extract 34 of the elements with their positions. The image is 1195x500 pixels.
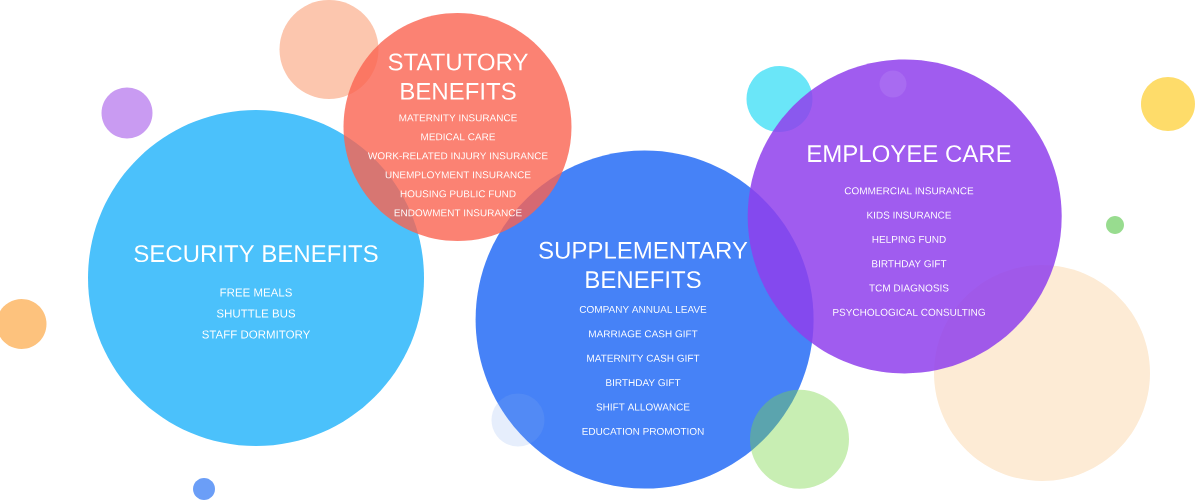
list-item: PSYCHOLOGICAL CONSULTING xyxy=(833,308,985,316)
list-item: SHIFT ALLOWANCE xyxy=(596,403,690,411)
list-item: UNEMPLOYMENT INSURANCE xyxy=(385,171,531,179)
list-item: MARRIAGE CASH GIFT xyxy=(589,330,698,338)
list-item: COMMERCIAL INSURANCE xyxy=(844,187,974,195)
list-item: KIDS INSURANCE xyxy=(867,211,952,219)
list-item: TCM DIAGNOSIS xyxy=(869,284,949,292)
list-item: BIRTHDAY GIFT xyxy=(606,379,681,387)
bubble xyxy=(279,0,379,99)
list-item: EDUCATION PROMOTION xyxy=(582,427,704,435)
bubble xyxy=(0,299,47,349)
list-item: STAFF DORMITORY xyxy=(202,330,311,339)
bubble xyxy=(101,87,153,139)
bubble xyxy=(1106,216,1124,234)
list-item: MATERNITY INSURANCE xyxy=(399,114,517,122)
list-item: HELPING FUND xyxy=(872,235,946,243)
bubble xyxy=(1141,77,1195,131)
bubble xyxy=(750,389,849,489)
list-item: COMPANY ANNUAL LEAVE xyxy=(579,305,707,313)
list-item: BIRTHDAY GIFT xyxy=(872,260,947,268)
heading: SUPPLEMENTARY BENEFITS xyxy=(539,241,748,289)
list-item: WORK-RELATED INJURY INSURANCE xyxy=(367,152,548,160)
list-item: ENDOWMENT INSURANCE xyxy=(394,209,522,217)
list-item: MATERNITY CASH GIFT xyxy=(587,354,700,362)
heading: STATUTORY BENEFITS xyxy=(388,53,528,100)
list-item: SHUTTLE BUS xyxy=(216,309,296,318)
heading: EMPLOYEE CARE xyxy=(808,145,1011,163)
list-item: HOUSING PUBLIC FUND xyxy=(400,190,516,198)
heading: SECURITY BENEFITS xyxy=(134,245,378,263)
category-circle xyxy=(343,13,572,241)
category-circle xyxy=(747,59,1062,374)
list-item: MEDICAL CARE xyxy=(421,133,496,141)
bubble xyxy=(193,478,215,500)
list-item: FREE MEALS xyxy=(220,288,292,297)
